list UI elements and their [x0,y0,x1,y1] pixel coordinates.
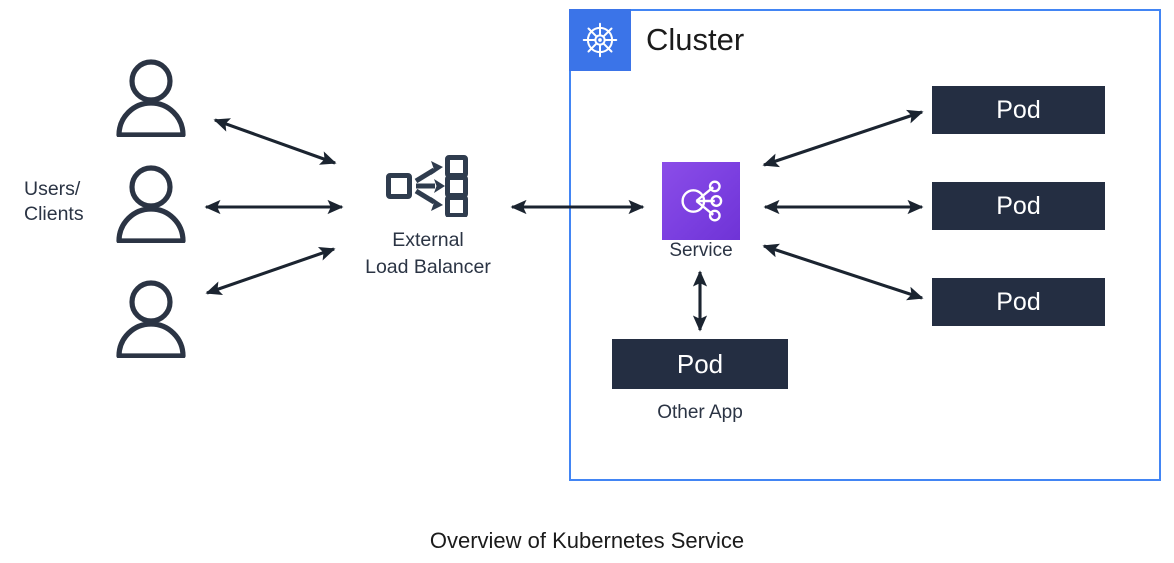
person-icon [116,280,186,359]
figure-caption: Overview of Kubernetes Service [429,528,745,553]
service-node-graph-glyph [681,180,723,222]
kubernetes-helm-glyph [582,22,618,58]
service-icon [662,162,740,240]
arrow-user-top-to-load-balancer [213,118,337,165]
cluster-header: Cluster [569,9,744,71]
cluster-title: Cluster [646,22,745,57]
load-balancer-glyph [386,155,468,218]
pod-label: Pod [996,287,1041,316]
pod-label: Pod [676,348,724,379]
service-label: Service [669,240,733,261]
pod-box-right-bottom: Pod [932,278,1105,326]
pod-label: Pod [996,95,1041,124]
load-balancer-icon [386,155,470,218]
users-clients-label: Users/ Clients [24,177,124,227]
load-balancer-label-line-1: External [392,229,464,251]
pod-box-other-app: Pod [612,339,788,389]
other-app-label: Other App [657,402,743,423]
user-icon-middle [112,163,190,248]
pod-box-right-middle: Pod [932,182,1105,230]
load-balancer-label: External Load Balancer [337,227,519,281]
users-label-line-2: Clients [24,203,84,225]
cluster-boundary-box [569,9,1161,481]
pod-label: Pod [996,191,1041,220]
pod-box-right-top: Pod [932,86,1105,134]
users-label-line-1: Users/ [24,178,81,200]
user-icon-top [112,57,190,142]
user-icon-bottom [112,278,190,363]
person-icon [116,165,186,244]
load-balancer-label-line-2: Load Balancer [365,256,491,278]
kubernetes-helm-icon [569,9,631,71]
arrow-user-bottom-to-load-balancer [205,247,336,295]
person-icon [116,59,186,138]
